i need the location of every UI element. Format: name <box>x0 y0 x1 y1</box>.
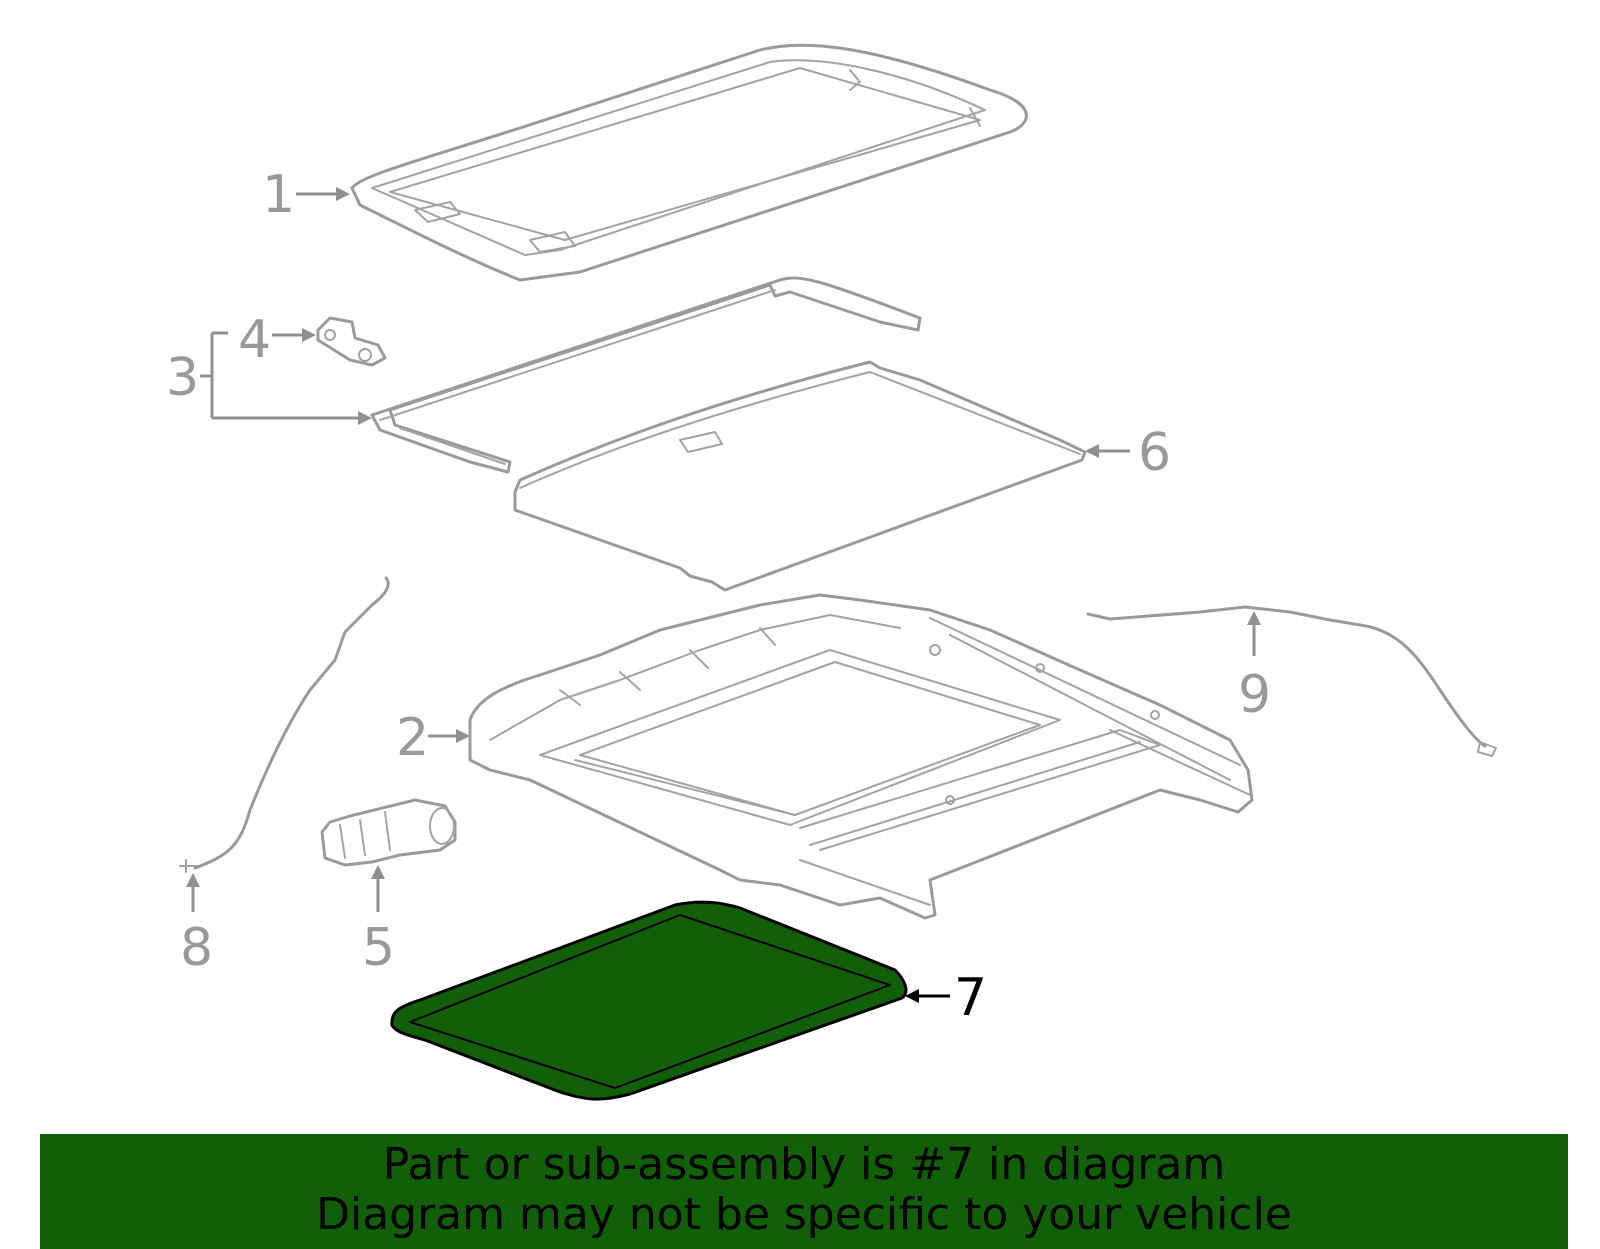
part-5-motor <box>320 798 457 867</box>
part-9-drain-hose <box>1086 605 1497 757</box>
part-3-track-frame <box>370 276 922 474</box>
callout-2: 2 <box>396 708 429 768</box>
callout-3: 3 <box>166 348 199 408</box>
banner-line-2: Diagram may not be specific to your vehi… <box>316 1189 1292 1240</box>
callout-8: 8 <box>180 918 213 978</box>
part-8-drain-hose <box>179 576 390 873</box>
callout-1: 1 <box>262 165 295 225</box>
part-4-bracket <box>316 316 387 367</box>
part-7-highlighted-part <box>390 900 908 1101</box>
callout-4: 4 <box>238 310 271 370</box>
info-banner: Part or sub-assembly is #7 in diagram Di… <box>40 1134 1568 1249</box>
part-2-housing <box>468 593 1254 920</box>
banner-line-1: Part or sub-assembly is #7 in diagram <box>382 1139 1226 1190</box>
part-6-sunshade <box>513 360 1087 592</box>
part-1-glass-panel <box>350 43 1028 282</box>
callout-9: 9 <box>1238 665 1271 725</box>
callout-6: 6 <box>1138 423 1171 483</box>
leader-lines <box>186 187 1261 1003</box>
callout-7: 7 <box>954 968 987 1028</box>
callout-5: 5 <box>362 918 395 978</box>
